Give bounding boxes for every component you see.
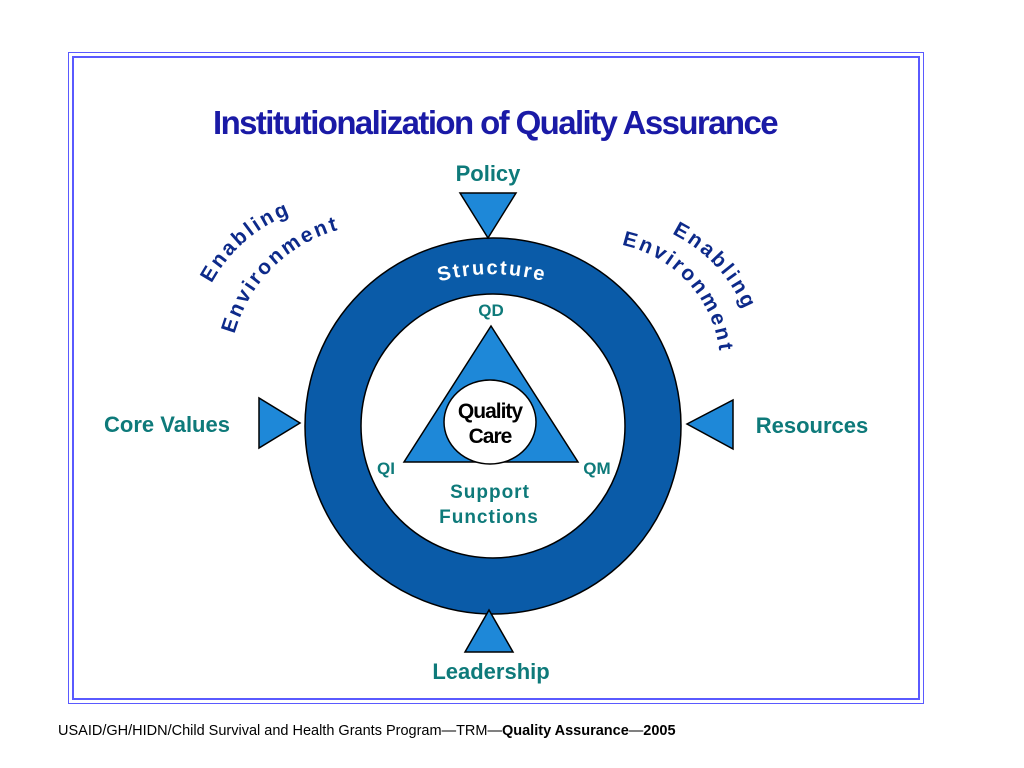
vertex-qi: QI (377, 459, 395, 478)
footer-year: 2005 (643, 723, 676, 739)
slide-footer: USAID/GH/HIDN/Child Survival and Health … (58, 723, 676, 739)
ring-inner-edge (360, 293, 626, 559)
structure-ring (305, 238, 681, 614)
footer-text: USAID/GH/HIDN/Child Survival and Health … (58, 723, 502, 739)
triangle-arrow-icon (458, 192, 518, 240)
center-care: Care (469, 425, 512, 448)
label-resources: Resources (756, 413, 869, 438)
support-line1: Support (450, 482, 530, 503)
triangle-arrow-icon (463, 608, 515, 653)
quality-care-circle (443, 379, 537, 465)
vertex-qm: QM (583, 459, 610, 478)
label-core-values: Core Values (104, 412, 230, 437)
vertex-qd: QD (478, 301, 504, 320)
ring-outer-edge (304, 237, 682, 615)
footer-topic: Quality Assurance (501, 723, 629, 739)
support-line2: Functions (439, 507, 539, 528)
label-policy: Policy (456, 161, 522, 186)
slide-title: Institutionalization of Quality Assuranc… (213, 104, 779, 141)
slide-frame (68, 52, 924, 704)
center-quality: Quality (458, 400, 524, 423)
triangle-arrow-icon (685, 398, 734, 451)
label-leadership: Leadership (432, 659, 549, 684)
triangle-arrow-icon (258, 396, 302, 450)
footer-dash: — (628, 723, 644, 739)
